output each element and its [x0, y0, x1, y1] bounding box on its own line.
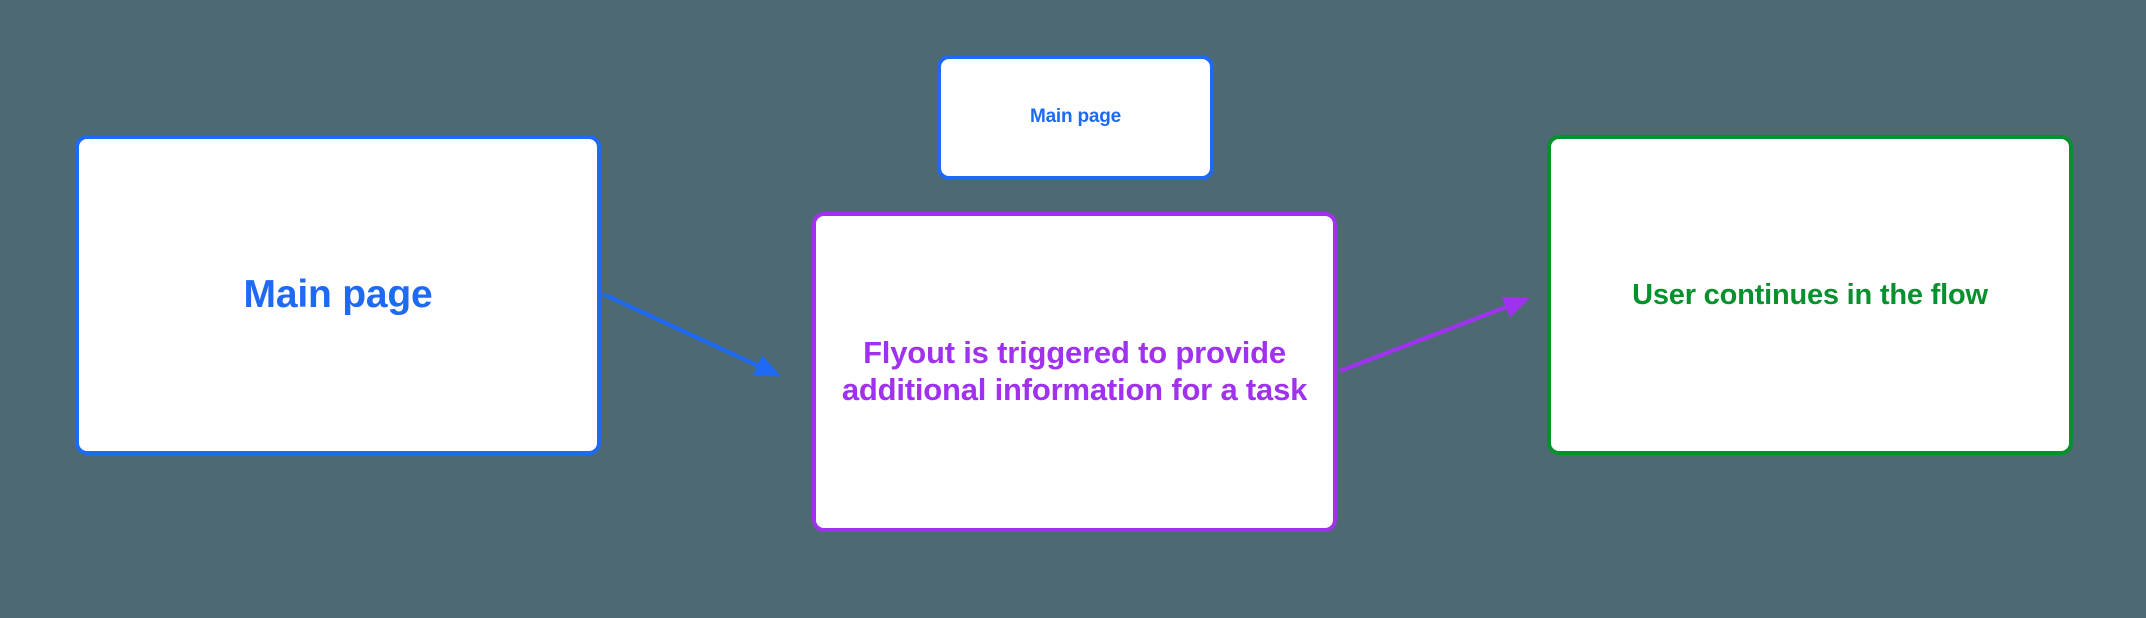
node-main-page-small[interactable]: Main page — [937, 55, 1214, 180]
node-main-page-large-label: Main page — [243, 272, 433, 316]
node-flyout-label: Flyout is triggered to provide additiona… — [841, 335, 1308, 407]
node-main-page-large[interactable]: Main page — [75, 135, 601, 455]
node-flyout[interactable]: Flyout is triggered to provide additiona… — [812, 212, 1337, 532]
connector-flyout-to-user-continues — [1339, 296, 1531, 373]
connector-main-page-to-flyout — [602, 292, 782, 377]
node-main-page-small-label: Main page — [1029, 106, 1122, 128]
node-user-continues[interactable]: User continues in the flow — [1547, 135, 2073, 455]
node-user-continues-label: User continues in the flow — [1632, 278, 1988, 311]
